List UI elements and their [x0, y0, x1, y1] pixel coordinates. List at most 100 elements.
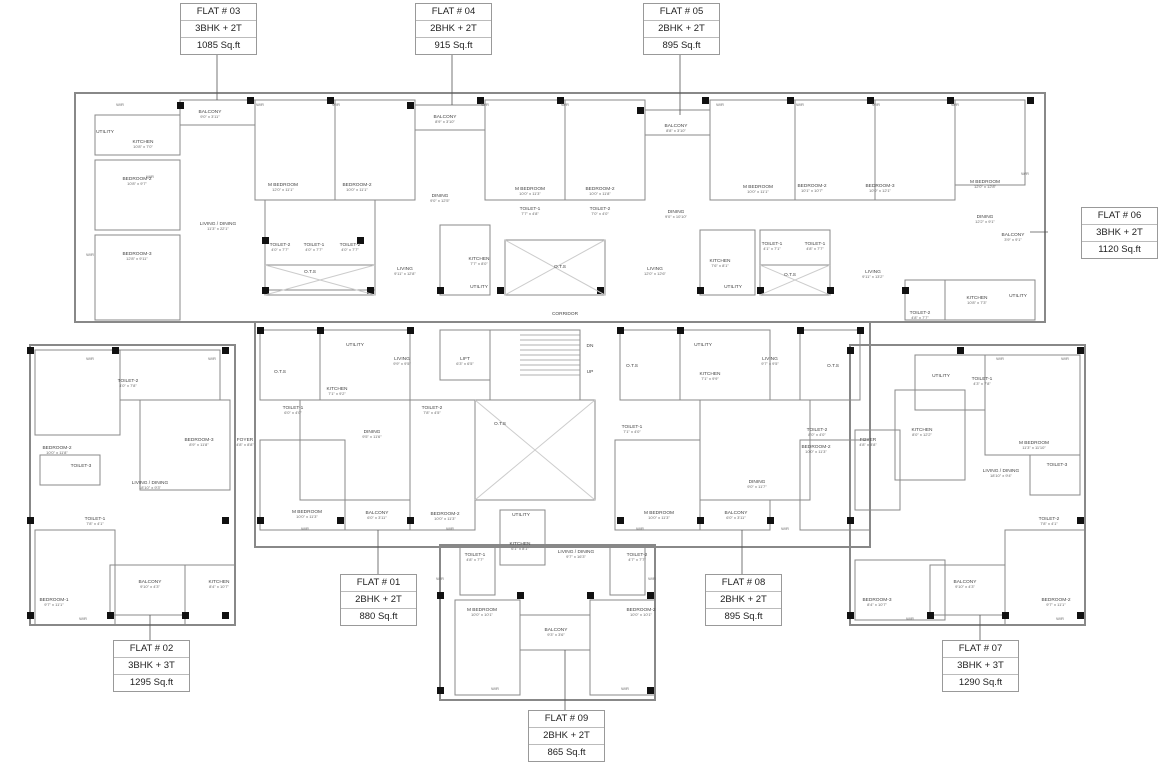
wall-outline — [94, 114, 181, 156]
room-name: TOILET-3 — [1047, 462, 1068, 468]
room-name: BEDROOM-3 — [862, 597, 891, 603]
room-dimensions: 10'1" x 10'7" — [801, 188, 824, 193]
wardrobe-label: W/R — [906, 616, 914, 621]
room-bedroom-2: BEDROOM-210'0" x 10'1" — [626, 607, 655, 617]
room-toilet-3: TOILET-3 — [71, 463, 92, 469]
room-name: LIVING / DINING — [132, 480, 169, 486]
room-name: O.T.S — [827, 363, 839, 369]
room-name: M BEDROOM — [644, 510, 674, 516]
wardrobe-label: W/R — [332, 102, 340, 107]
room-dimensions: 3'9" x 9'1" — [1004, 237, 1022, 242]
flat-type: 2BHK + 2T — [416, 21, 491, 38]
room-name: BEDROOM-2 — [42, 445, 71, 451]
column — [927, 612, 934, 619]
room-name: LIVING — [762, 356, 778, 362]
room-dimensions: 9'7" x 16'3" — [566, 554, 586, 559]
room-dimensions: 9'0" x 12'5" — [430, 198, 450, 203]
room-name: BALCONY — [434, 114, 458, 120]
wardrobe-label: W/R — [1021, 171, 1029, 176]
flat-area: 880 Sq.ft — [359, 611, 398, 622]
room-name: DINING — [749, 479, 766, 485]
room-dimensions: 12'2" x 9'1" — [975, 219, 995, 224]
room-dimensions: 11'3" x 22'1" — [207, 226, 229, 231]
room-o-t-s: O.T.S — [626, 363, 638, 369]
column — [787, 97, 794, 104]
room-dimensions: 9'0" x 10'10" — [665, 214, 688, 219]
column — [27, 347, 34, 354]
room-dimensions: 10'0" x 10'1" — [630, 612, 653, 617]
room-dimensions: 9'10" x 4'3" — [955, 584, 975, 589]
room-dimensions: 7'0" x 4'0" — [591, 211, 609, 216]
room-dimensions: 8'4" x 10'7" — [209, 584, 229, 589]
room-o-t-s: O.T.S — [827, 363, 839, 369]
room-name: TOILET-3 — [71, 463, 92, 469]
room-dn: DN — [587, 343, 594, 349]
room-name: FOYER — [237, 437, 254, 443]
column — [27, 517, 34, 524]
room-utility: UTILITY — [694, 342, 713, 348]
room-name: BEDROOM-2 — [585, 186, 614, 192]
room-name: LIVING — [647, 266, 663, 272]
room-o-t-s: O.T.S — [494, 421, 506, 427]
wall-outline — [499, 509, 546, 566]
room-toilet-2: TOILET-24'0" x 7'8" — [118, 378, 139, 388]
room-name: KITCHEN — [208, 579, 230, 585]
flat-id: FLAT # 03 — [181, 4, 256, 21]
room-dimensions: 4'8" x 7'7" — [911, 315, 929, 320]
room-dimensions: 9'3" x 3'6" — [547, 632, 565, 637]
room-dimensions: 18'10" x 9'3" — [139, 485, 162, 490]
room-name: M BEDROOM — [292, 509, 322, 515]
room-utility: UTILITY — [346, 342, 365, 348]
room-toilet-2: TOILET-27'8" x 4'1" — [1039, 516, 1060, 526]
column — [767, 517, 774, 524]
wardrobe-label: W/R — [446, 526, 454, 531]
wall-outline — [984, 354, 1081, 456]
wall-outline — [74, 92, 1046, 323]
room-bedroom-2: BEDROOM-210'0" x 11'8" — [585, 186, 614, 196]
column — [477, 97, 484, 104]
room-toilet-1: TOILET-14'1" x 7'1" — [762, 241, 783, 251]
room-dimensions: 7'7" x 4'8" — [521, 211, 539, 216]
room-dimensions: 7'1" x 9'2" — [328, 391, 346, 396]
wall-outline — [94, 159, 181, 231]
room-toilet-1: TOILET-17'1" x 4'0" — [622, 424, 643, 434]
column — [677, 327, 684, 334]
room-name: BEDROOM-3 — [122, 251, 151, 257]
room-dimensions: 7'8" x 4'1" — [1040, 521, 1058, 526]
room-dimensions: 8'4" x 10'7" — [867, 602, 887, 607]
column — [702, 97, 709, 104]
room-corridor: CORRIDOR — [552, 311, 579, 317]
room-dimensions: 4'1" x 7'1" — [763, 246, 781, 251]
column — [437, 592, 444, 599]
wall-outline — [119, 349, 221, 401]
room-name: LIVING — [397, 266, 413, 272]
column — [757, 287, 764, 294]
room-utility: UTILITY — [470, 284, 489, 290]
room-toilet-1: TOILET-14'8" x 7'7" — [465, 552, 486, 562]
room-name: UTILITY — [932, 373, 951, 379]
room-bedroom-3: BEDROOM-312'8" x 9'11" — [122, 251, 151, 261]
room-dimensions: 6'3" x 6'5" — [456, 361, 474, 366]
wall-outline — [564, 99, 646, 201]
room-bedroom-2: BEDROOM-210'0" x 11'8" — [42, 445, 71, 455]
leader-lines — [149, 55, 1048, 710]
column — [222, 347, 229, 354]
room-dimensions: 18'10" x 9'4" — [990, 473, 1013, 478]
room-name: BEDROOM-2 — [430, 511, 459, 517]
room-name: TOILET-1 — [283, 405, 304, 411]
room-toilet-2: TOILET-24'8" x 7'7" — [910, 310, 931, 320]
room-toilet-1: TOILET-14'8" x 7'7" — [805, 241, 826, 251]
room-dimensions: 12'0" x 11'1" — [272, 187, 294, 192]
column — [222, 517, 229, 524]
room-o-t-s: O.T.S — [304, 269, 316, 275]
